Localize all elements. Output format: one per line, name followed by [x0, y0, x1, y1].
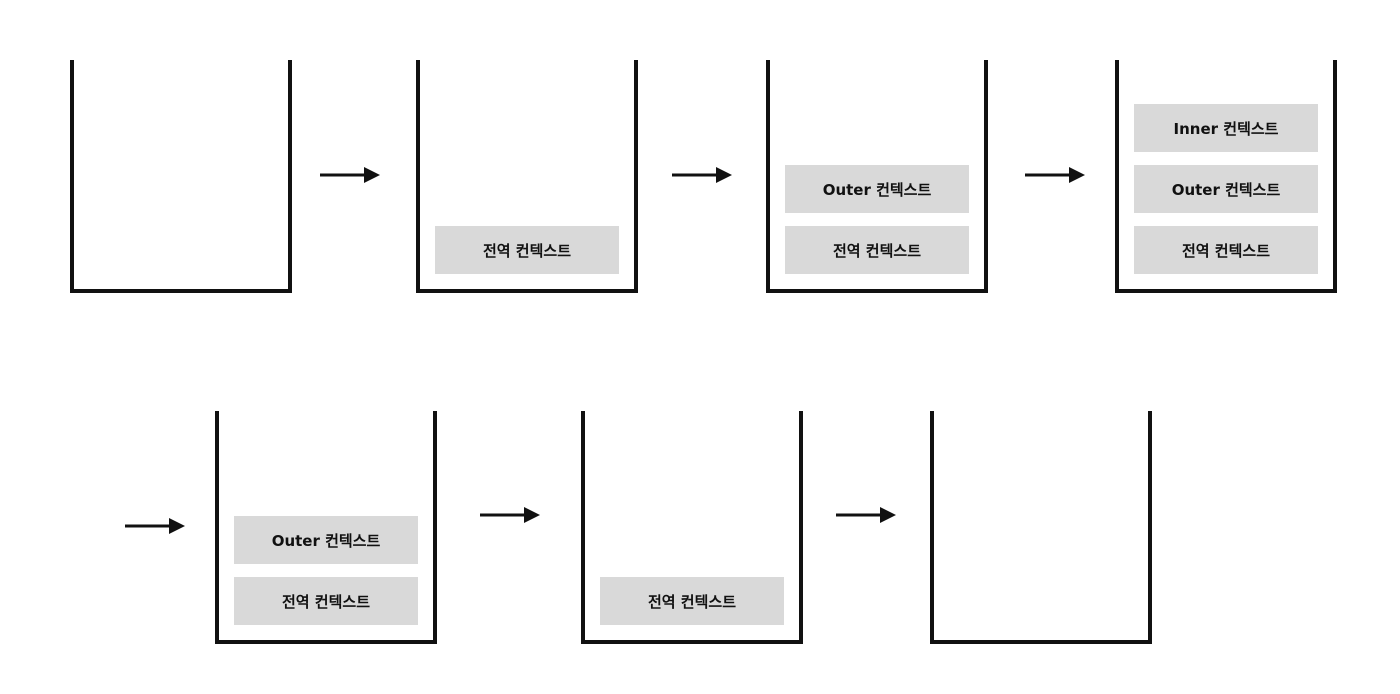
call-stack-1	[70, 60, 292, 293]
call-stack-4: Inner 컨텍스트 Outer 컨텍스트 전역 컨텍스트	[1115, 60, 1337, 293]
arrow-right-icon	[320, 167, 380, 183]
call-stack-3: Outer 컨텍스트 전역 컨텍스트	[766, 60, 988, 293]
global-context-frame: 전역 컨텍스트	[600, 577, 784, 625]
global-context-frame: 전역 컨텍스트	[1134, 226, 1318, 274]
call-stack-7	[930, 411, 1152, 644]
outer-context-frame: Outer 컨텍스트	[234, 516, 418, 564]
arrow-right-icon	[836, 507, 896, 523]
global-context-frame: 전역 컨텍스트	[234, 577, 418, 625]
outer-context-frame: Outer 컨텍스트	[785, 165, 969, 213]
arrow-right-icon	[1025, 167, 1085, 183]
global-context-frame: 전역 컨텍스트	[435, 226, 619, 274]
arrow-right-icon	[480, 507, 540, 523]
call-stack-2: 전역 컨텍스트	[416, 60, 638, 293]
call-stack-5: Outer 컨텍스트 전역 컨텍스트	[215, 411, 437, 644]
arrow-right-icon	[125, 518, 185, 534]
call-stack-6: 전역 컨텍스트	[581, 411, 803, 644]
inner-context-frame: Inner 컨텍스트	[1134, 104, 1318, 152]
outer-context-frame: Outer 컨텍스트	[1134, 165, 1318, 213]
global-context-frame: 전역 컨텍스트	[785, 226, 969, 274]
arrow-right-icon	[672, 167, 732, 183]
